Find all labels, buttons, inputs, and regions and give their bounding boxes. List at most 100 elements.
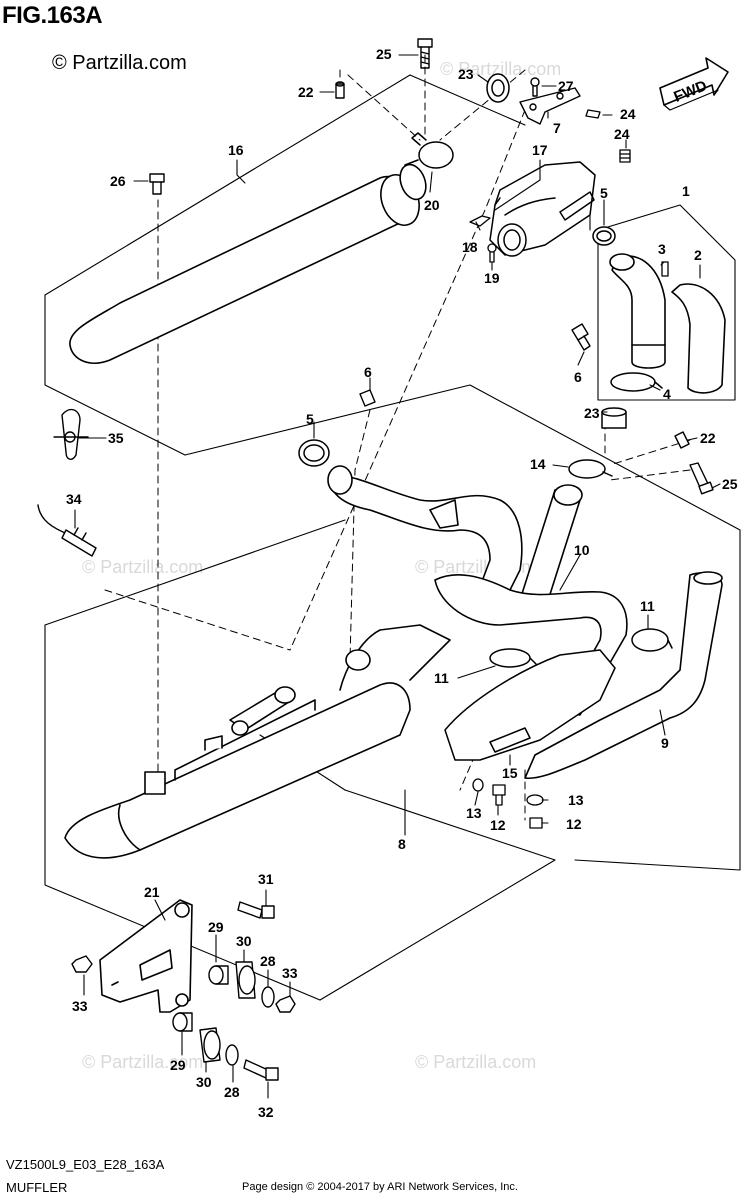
collar-29-upper: [208, 965, 229, 985]
bracket-7: [519, 87, 581, 125]
bolt-32: [243, 1059, 279, 1081]
callout-13-a: 13: [466, 805, 482, 821]
callout-5-upper: 5: [600, 185, 608, 201]
clamp-4: [610, 372, 663, 392]
callout-15: 15: [502, 765, 518, 781]
watermark-5: © Partzilla.com: [415, 1052, 536, 1072]
callout-13-b: 13: [568, 792, 584, 808]
screw-27: [530, 77, 540, 97]
callout-4: 4: [663, 386, 671, 402]
watermark-2: © Partzilla.com: [82, 557, 203, 577]
group-1-bracket: [597, 204, 736, 401]
callout-20: 20: [424, 197, 440, 213]
callout-9: 9: [661, 735, 669, 751]
bolt-31: [237, 901, 275, 919]
watermark-1: © Partzilla.com: [440, 59, 561, 79]
watermark-4: © Partzilla.com: [82, 1052, 203, 1072]
gasket-5-lower: [298, 439, 330, 467]
callout-35: 35: [108, 430, 124, 446]
muffler-8: [64, 624, 451, 859]
callout-30-upper: 30: [236, 933, 252, 949]
callout-21: 21: [144, 884, 160, 900]
callout-25-upper: 25: [376, 46, 392, 62]
bolt-19: [487, 243, 497, 263]
rubber-30-upper: [235, 961, 256, 999]
callout-2: 2: [694, 247, 702, 263]
nut-33-upper: [275, 995, 296, 1013]
callout-3: 3: [658, 241, 666, 257]
bracket-18: [469, 215, 491, 227]
rubber-30-lower: [199, 1027, 221, 1063]
callout-33-left: 33: [72, 998, 88, 1014]
bolt-25-lower: [689, 462, 714, 495]
callout-29-upper: 29: [208, 919, 224, 935]
copyright-text: © Partzilla.com: [52, 52, 187, 74]
nut-33-left: [71, 955, 93, 973]
bolt-12-b: [529, 817, 543, 829]
callout-32: 32: [258, 1104, 274, 1120]
figure-title: FIG.163A: [2, 2, 103, 29]
upper-group-frame: [44, 74, 741, 871]
collar-29-lower: [172, 1012, 193, 1032]
bolt-25-upper: [417, 38, 433, 69]
callout-12-a: 12: [490, 817, 506, 833]
callout-1: 1: [682, 183, 690, 199]
callout-6-b: 6: [364, 364, 372, 380]
washer-28-upper: [261, 986, 275, 1008]
cap-22-lower: [674, 431, 690, 449]
model-code: VZ1500L9_E03_E28_163A: [6, 1157, 165, 1172]
bolt-12-a: [492, 784, 506, 806]
callout-6-a: 6: [574, 369, 582, 385]
callout-16: 16: [228, 142, 244, 158]
clamp-14: [568, 459, 613, 479]
callout-11-b: 11: [640, 598, 655, 614]
callout-22-upper: 22: [298, 84, 314, 100]
callout-27: 27: [558, 78, 574, 94]
heat-shield-15: [444, 649, 616, 761]
callout-14: 14: [530, 456, 546, 472]
callout-17: 17: [532, 142, 548, 158]
clip-24-a: [585, 109, 601, 119]
clamp-35: [53, 408, 89, 460]
callout-26: 26: [110, 173, 126, 189]
clamp-20: [411, 132, 454, 169]
heat-shield-2: [671, 283, 726, 394]
callout-22-lower: 22: [700, 430, 716, 446]
callout-29-lower: 29: [170, 1057, 186, 1073]
callout-28-upper: 28: [260, 953, 276, 969]
exhaust-pipe-1: [609, 253, 666, 369]
leader-lines: [74, 54, 721, 1099]
bolt-26: [149, 173, 165, 195]
callout-34: 34: [66, 491, 82, 507]
bolt-6-b: [359, 389, 376, 407]
bracket-21: [99, 899, 193, 1013]
exhaust-pipe-9: [524, 571, 723, 780]
clamp-11-b: [631, 628, 673, 652]
page-credit: Page design © 2004-2017 by ARI Network S…: [242, 1181, 518, 1193]
clip-24-b: [619, 149, 631, 163]
callout-12-b: 12: [566, 816, 582, 832]
o2-sensor-34: [37, 504, 97, 557]
gasket-5-upper: [592, 226, 616, 246]
clamp-11-a: [489, 648, 537, 668]
callout-33-upper: 33: [282, 965, 298, 981]
callout-7: 7: [553, 120, 561, 136]
callouts: 25 22 23 27 7 24 24 16 17 26 20 1 5 18 3…: [66, 46, 738, 1120]
gasket-23-lower: [601, 407, 627, 429]
callout-23-lower: 23: [584, 405, 600, 421]
bolt-6-a: [571, 323, 591, 351]
callout-18: 18: [462, 239, 478, 255]
callout-30-lower: 30: [196, 1074, 212, 1090]
washer-13-b: [526, 794, 544, 806]
gasket-23-upper: [486, 73, 510, 103]
callout-31: 31: [258, 871, 274, 887]
muffler-16: [69, 159, 427, 364]
callout-8: 8: [398, 836, 406, 852]
callout-24-a: 24: [620, 106, 636, 122]
heat-shield-17: [489, 161, 596, 257]
callout-24-b: 24: [614, 126, 630, 142]
callout-11-a: 11: [434, 670, 449, 686]
callout-28-lower: 28: [224, 1084, 240, 1100]
